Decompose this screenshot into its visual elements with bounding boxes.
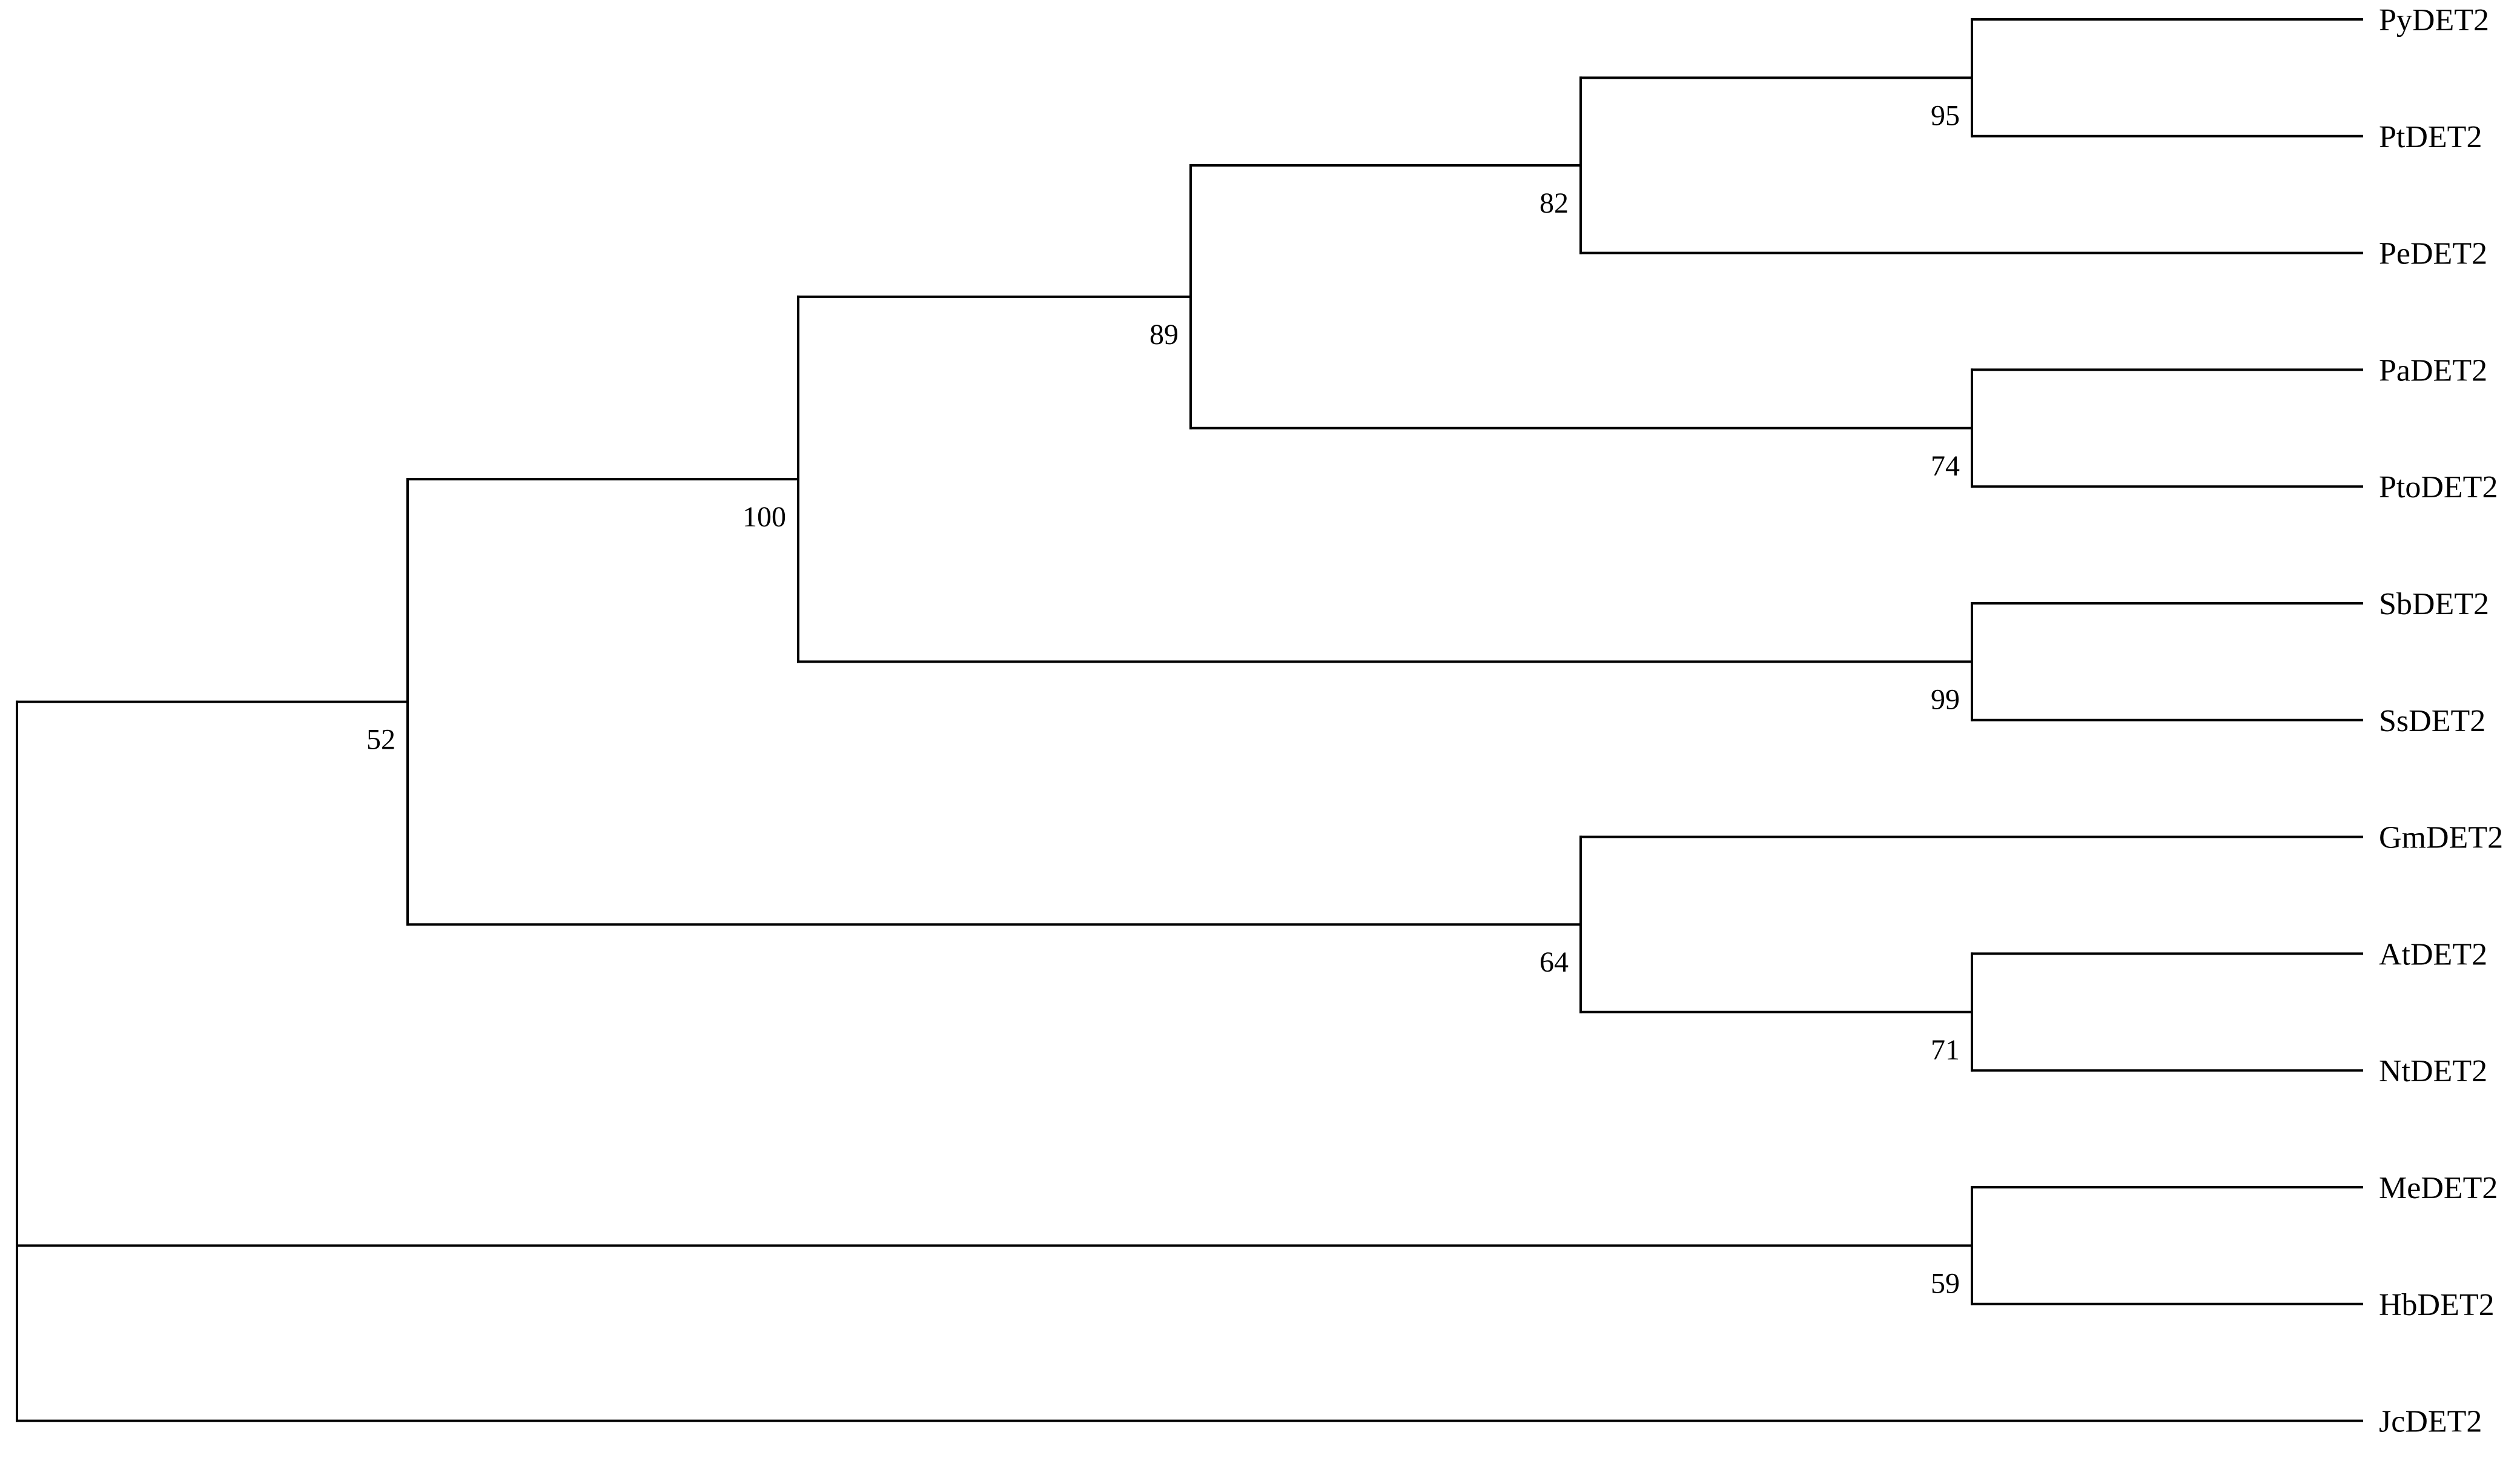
leaf-label-PtoDET2: PtoDET2 [2379, 470, 2498, 505]
leaf-label-JcDET2: JcDET2 [2379, 1405, 2482, 1439]
support-value-n_gm: 64 [1539, 946, 1569, 978]
support-value-n_py_pt: 95 [1931, 99, 1960, 131]
leaf-label-PeDET2: PeDET2 [2379, 237, 2487, 271]
support-values: 95 82 74 89 99 100 71 64 52 59 [366, 99, 1960, 1299]
leaf-label-SbDET2: SbDET2 [2379, 587, 2489, 621]
leaf-label-NtDET2: NtDET2 [2379, 1054, 2487, 1089]
leaf-label-SsDET2: SsDET2 [2379, 704, 2485, 738]
leaf-label-MeDET2: MeDET2 [2379, 1171, 2498, 1205]
leaf-label-GmDET2: GmDET2 [2379, 821, 2503, 855]
support-value-n_salic: 100 [742, 501, 786, 533]
support-value-n_sb_ss: 99 [1931, 683, 1960, 715]
leaf-labels: PyDET2PtDET2PeDET2PaDET2PtoDET2SbDET2SsD… [2379, 3, 2503, 1439]
leaf-label-PtDET2: PtDET2 [2379, 120, 2482, 154]
branches [16, 18, 2363, 1422]
support-value-n_poplar: 89 [1149, 319, 1179, 351]
support-value-n_at_nt: 71 [1931, 1034, 1960, 1066]
support-value-n_pa_pto: 74 [1931, 450, 1960, 482]
leaf-label-PaDET2: PaDET2 [2379, 353, 2487, 388]
support-value-n_pype: 82 [1539, 187, 1569, 219]
support-value-n_upper: 52 [366, 724, 395, 756]
leaf-label-PyDET2: PyDET2 [2379, 3, 2489, 38]
support-value-n_me_hb: 59 [1931, 1267, 1960, 1299]
leaf-label-HbDET2: HbDET2 [2379, 1288, 2495, 1322]
leaf-label-AtDET2: AtDET2 [2379, 937, 2487, 972]
